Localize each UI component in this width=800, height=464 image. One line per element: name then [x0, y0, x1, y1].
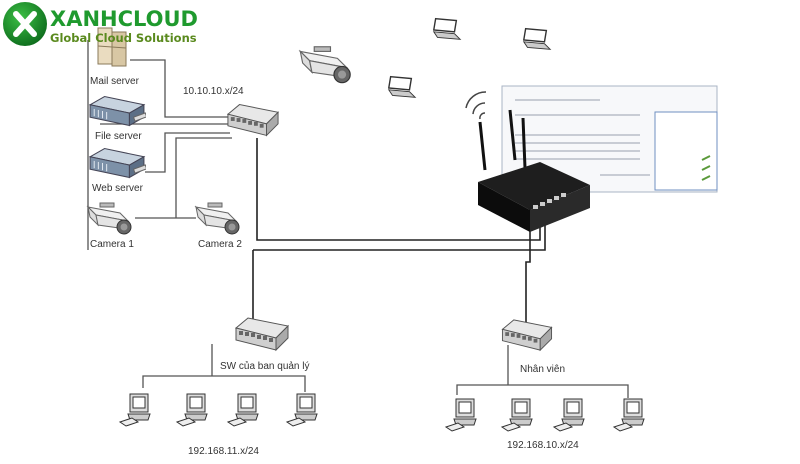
- pc-icon: [176, 393, 208, 427]
- logo-tagline: Global Cloud Solutions: [50, 31, 197, 45]
- staff-switch-label: Nhân viên: [520, 364, 565, 375]
- pc-icon: [227, 393, 259, 427]
- laptop-icon: [388, 75, 416, 99]
- xanhcloud-logo: [3, 2, 47, 46]
- server-subnet-label: 10.10.10.x/24: [183, 86, 244, 97]
- wireless-camera-icon: [299, 46, 351, 84]
- router-icon: [478, 109, 590, 232]
- pc-icon: [286, 393, 318, 427]
- pc-icon: [553, 398, 585, 432]
- staff-subnet-label: 192.168.10.x/24: [507, 440, 579, 451]
- camera-2-label: Camera 2: [198, 239, 242, 250]
- file-server-icon: [89, 95, 146, 127]
- pc-icon: [501, 398, 533, 432]
- pc-icon: [613, 398, 645, 432]
- server-switch-icon: [227, 104, 279, 136]
- pc-icon: [445, 398, 477, 432]
- camera-2-icon: [195, 202, 240, 235]
- camera-1-label: Camera 1: [90, 239, 134, 250]
- management-subnet-label: 192.168.11.x/24: [188, 446, 259, 457]
- mail-server-label: Mail server: [90, 76, 140, 87]
- pc-icon: [119, 393, 151, 427]
- web-server-label: Web server: [92, 183, 144, 194]
- mail-server-icon: [97, 27, 127, 67]
- wifi-icon: [465, 91, 487, 120]
- laptop-icon: [523, 27, 551, 51]
- web-server-icon: [89, 147, 146, 179]
- connection-lines: [87, 40, 629, 398]
- camera-1-icon: [87, 202, 132, 235]
- file-server-label: File server: [95, 131, 142, 142]
- laptop-icon: [433, 17, 461, 41]
- logo-brand: XANHCLOUD: [50, 7, 198, 31]
- staff-switch-icon: [501, 319, 553, 351]
- management-switch-icon: [235, 317, 289, 351]
- management-switch-label: SW của ban quản lý: [220, 360, 310, 372]
